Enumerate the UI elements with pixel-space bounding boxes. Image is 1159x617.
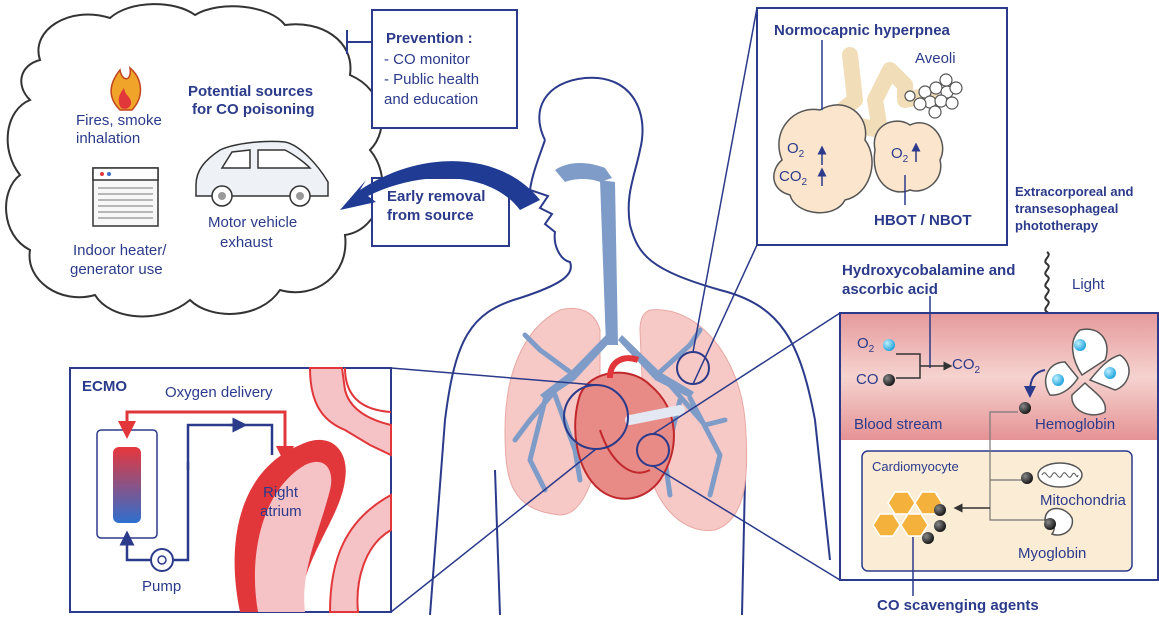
removal-label-line1: Early removal [387,188,485,206]
prevention-item-public-health: - Public health [384,71,479,89]
prevention-item-education: and education [384,91,478,109]
cloud-title-line1: Potential sources [188,83,313,101]
heater-label-line1: Indoor heater/ [73,242,166,260]
blood-o2-label: O2 [857,335,874,355]
prevention-item-monitor: - CO monitor [384,51,470,69]
ecmo-title: ECMO [82,378,127,396]
alveoli-panel-title: Normocapnic hyperpnea [774,22,950,40]
sources-cloud [6,4,382,316]
fires-label-line2: inhalation [76,130,140,148]
cloud-title-line2: for CO poisoning [192,101,314,119]
pump-icon [151,549,173,571]
blood-co2-label: CO2 [952,356,980,376]
scavenging-agents-label: CO scavenging agents [877,597,1039,615]
co-on-myoglobin [1044,518,1056,530]
phototherapy-line1: Extracorporeal and [1015,184,1134,200]
o2-molecule [883,339,895,351]
co-on-hemoglobin [1019,402,1031,414]
blood-co-label: CO [856,371,879,389]
cardiomyocyte-label: Cardiomyocyte [872,458,959,476]
phototherapy-line3: phototherapy [1015,218,1098,234]
removal-label-line2: from source [387,207,474,225]
fires-label-line1: Fires, smoke [76,112,162,130]
heater-label-line2: generator use [70,261,163,279]
co-molecule [883,374,895,386]
hbot-nbot-label: HBOT / NBOT [874,212,972,230]
o2-label-left: O2 [787,140,804,160]
right-atrium-line2: atrium [260,503,302,521]
prevention-box [372,10,517,128]
oxygenator-core [113,447,141,523]
mitochondria-label: Mitochondria [1040,492,1126,510]
vehicle-label-line2: exhaust [220,234,273,252]
right-atrium-line1: Right [263,484,298,502]
o2-label-right: O2 [891,145,908,165]
hydroxy-label-line1: Hydroxycobalamine and [842,262,1015,280]
hydroxy-label-line2: ascorbic acid [842,281,938,299]
hemoglobin-label: Hemoglobin [1035,416,1115,434]
mitochondria-icon [1038,463,1082,487]
co2-label-left: CO2 [779,168,807,188]
prevention-connector [347,30,372,54]
heater-icon [93,168,158,226]
vehicle-label-line1: Motor vehicle [208,214,297,232]
pump-label: Pump [142,578,181,596]
oxygen-delivery-label: Oxygen delivery [165,384,273,402]
blood-stream-label: Blood stream [854,416,942,434]
co-on-mitochondria [1021,472,1033,484]
myoglobin-label: Myoglobin [1018,545,1086,563]
light-label: Light [1072,276,1105,294]
prevention-title: Prevention : [386,30,473,48]
aveoli-label: Aveoli [915,50,956,68]
phototherapy-line2: transesophageal [1015,201,1118,217]
